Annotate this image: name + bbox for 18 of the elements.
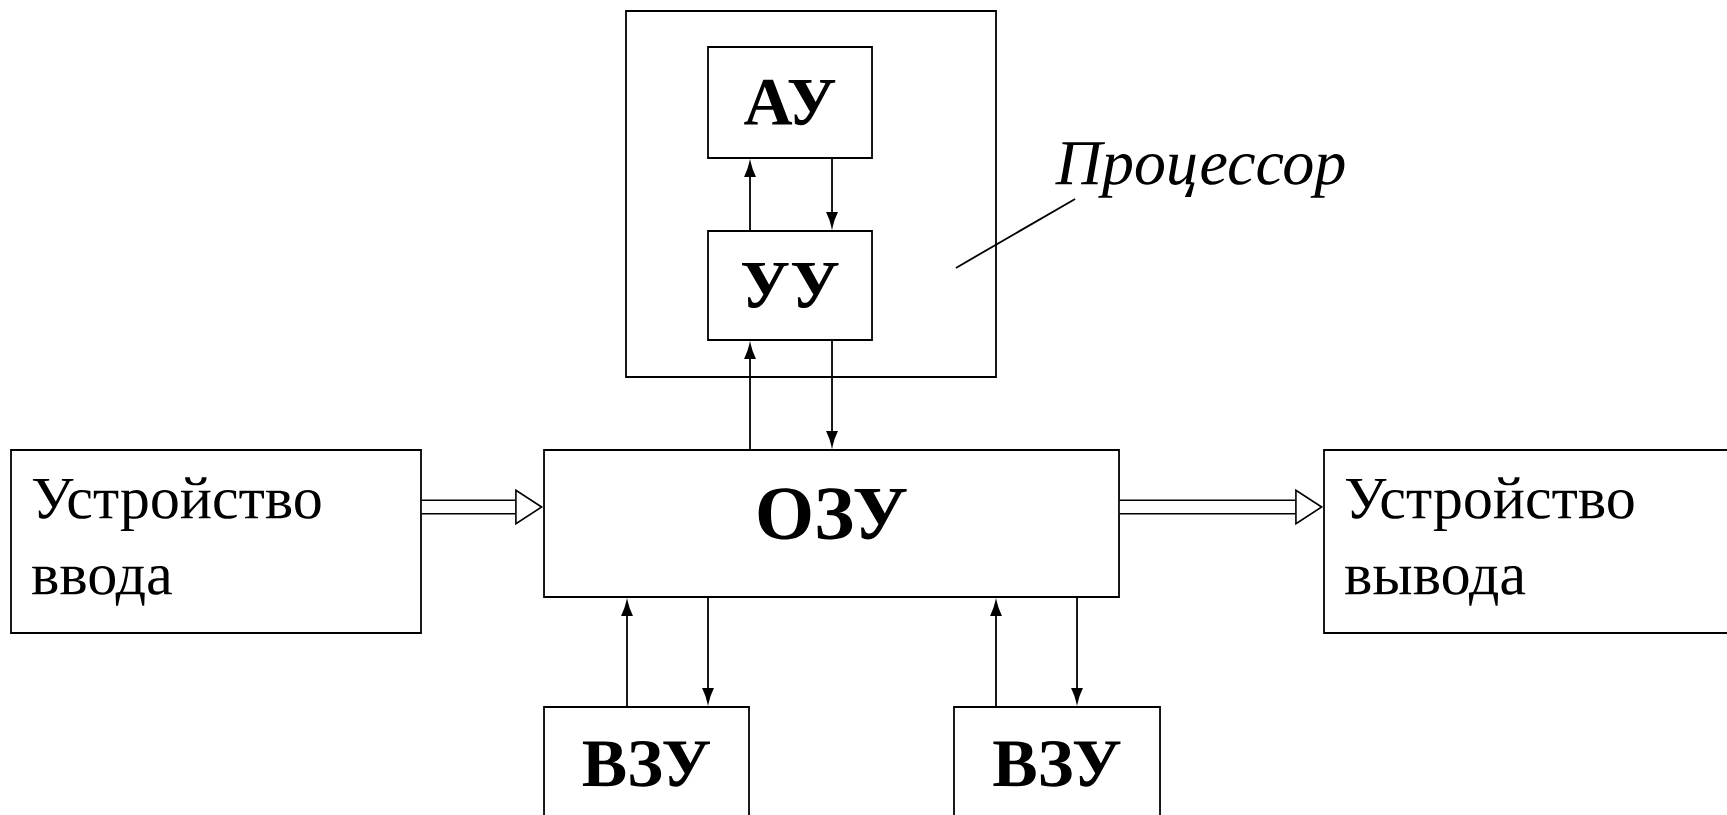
unit-box: УУ [707,230,873,341]
device-box: Устройство ввода [10,449,422,634]
processor-label: Процессор [1055,142,1345,198]
arrow [702,597,714,703]
leader-line [955,198,1076,269]
arrow [826,158,838,227]
storage-box: ВЗУ [543,706,750,815]
arrow [1071,597,1083,703]
device-box: Устройство вывода [1323,449,1727,634]
arrow [744,162,756,231]
arrow [744,344,756,450]
unit-box: АУ [707,46,873,159]
arrow [621,601,633,707]
processor-box [625,10,997,378]
memory-box: ОЗУ [543,449,1120,598]
arrow [990,601,1002,707]
storage-box: ВЗУ [953,706,1161,815]
arrow [826,340,838,446]
